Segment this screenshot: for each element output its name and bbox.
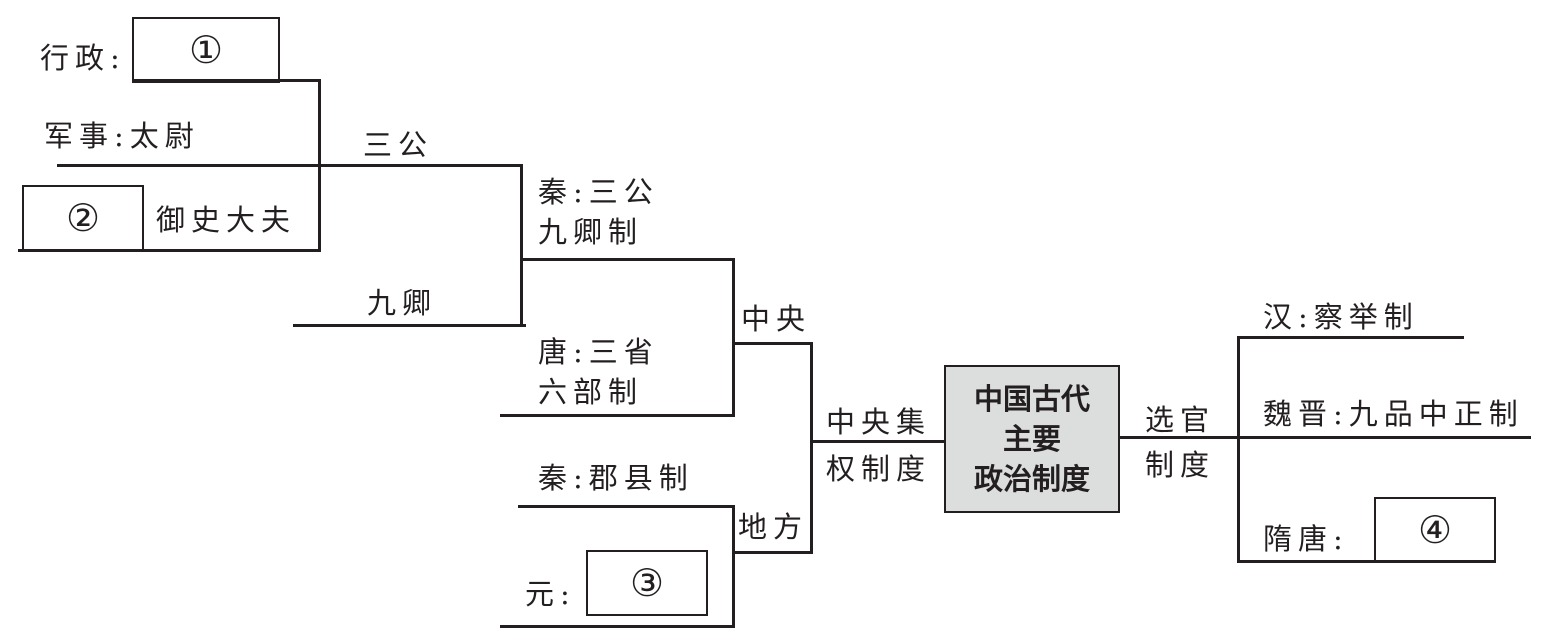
bracket-sangong bbox=[318, 79, 321, 252]
jiuqing-label: 九卿 bbox=[367, 286, 438, 320]
local-label: 地方 bbox=[738, 510, 809, 544]
line-selection bbox=[1120, 436, 1240, 439]
selection-line2: 制度 bbox=[1145, 448, 1216, 482]
line-yushi bbox=[18, 249, 321, 252]
qin-system-line1: 秦:三公 bbox=[538, 175, 659, 209]
center-title-line1: 中国古代 bbox=[973, 382, 1090, 416]
central-power-line2: 权制度 bbox=[826, 452, 932, 486]
center-title-box: 中国古代 主要 政治制度 bbox=[944, 365, 1120, 513]
bracket-local bbox=[732, 505, 735, 628]
line-qin-local bbox=[518, 505, 735, 508]
blank-2-box: ② bbox=[22, 185, 144, 251]
tang-system-line2: 六部制 bbox=[538, 375, 644, 409]
center-title-line3: 政治制度 bbox=[973, 462, 1090, 496]
suitang-label: 隋唐: bbox=[1263, 522, 1349, 556]
sangong-label: 三公 bbox=[363, 128, 434, 162]
han-label: 汉:察举制 bbox=[1263, 300, 1419, 334]
line-xingzheng bbox=[132, 79, 321, 82]
center-title-line2: 主要 bbox=[1002, 422, 1061, 456]
central-label: 中央 bbox=[741, 302, 812, 336]
selection-line1: 选官 bbox=[1145, 403, 1216, 437]
line-junshi bbox=[57, 164, 523, 167]
line-weijin bbox=[1237, 436, 1531, 439]
line-central bbox=[732, 342, 813, 345]
junshi-label: 军事:太尉 bbox=[44, 119, 200, 153]
line-suitang bbox=[1237, 560, 1494, 563]
blank-1-box: ① bbox=[132, 17, 280, 83]
bracket-selection bbox=[1237, 336, 1240, 563]
line-central-power bbox=[812, 440, 946, 443]
bracket-central bbox=[732, 258, 735, 417]
line-tang-system bbox=[500, 414, 735, 417]
yuan-label: 元: bbox=[525, 577, 576, 611]
central-power-line1: 中央集 bbox=[826, 405, 932, 439]
qin-system-line2: 九卿制 bbox=[538, 215, 644, 249]
xingzheng-label: 行政: bbox=[40, 41, 126, 75]
weijin-label: 魏晋:九品中正制 bbox=[1263, 397, 1524, 431]
qin-local-label: 秦:郡县制 bbox=[538, 461, 694, 495]
blank-3-box: ③ bbox=[586, 550, 708, 616]
line-jiuqing bbox=[293, 324, 526, 327]
tang-system-line1: 唐:三省 bbox=[538, 335, 659, 369]
bracket-central-power bbox=[810, 342, 813, 554]
line-yuan bbox=[500, 625, 735, 628]
line-local bbox=[732, 551, 813, 554]
line-qin-system bbox=[523, 258, 735, 261]
blank-4-box: ④ bbox=[1374, 497, 1496, 563]
line-han bbox=[1237, 336, 1464, 339]
bracket-qin bbox=[520, 164, 523, 327]
yushi-label: 御史大夫 bbox=[156, 203, 297, 237]
